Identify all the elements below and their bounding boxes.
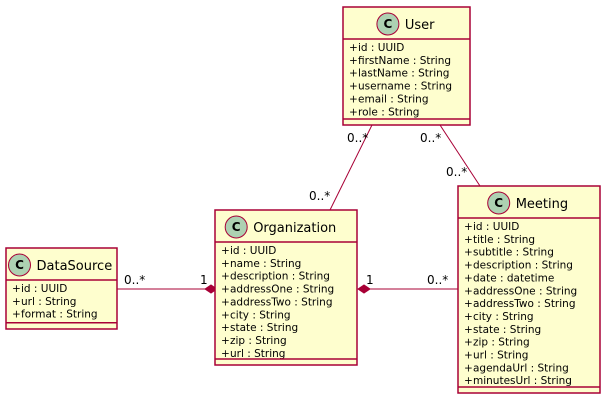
attribute-visibility: +: [464, 324, 473, 336]
attribute-visibility: +: [12, 283, 21, 295]
class-stereotype-letter: C: [232, 220, 241, 234]
attribute-meeting-4: date : datetime: [473, 272, 554, 284]
mult-datasource-org-datasource-end: 0..*: [124, 273, 145, 287]
attribute-meeting-12: minutesUrl : String: [473, 375, 572, 387]
attribute-visibility: +: [464, 260, 473, 272]
edge-user-meeting: [439, 124, 481, 187]
attribute-visibility: +: [464, 337, 473, 349]
attribute-organization-7: zip : String: [230, 335, 287, 347]
attribute-user-2: lastName : String: [358, 68, 449, 80]
attribute-visibility: +: [464, 221, 473, 233]
attribute-visibility: +: [349, 93, 358, 105]
attribute-visibility: +: [12, 309, 21, 321]
class-box-meeting: [457, 185, 601, 394]
attribute-meeting-1: title : String: [473, 234, 535, 246]
class-stereotype-letter: C: [494, 196, 503, 210]
attribute-visibility: +: [221, 322, 230, 334]
attribute-visibility: +: [349, 55, 358, 67]
attribute-visibility: +: [221, 245, 230, 257]
mult-org-meeting-org-end: 1: [366, 273, 374, 287]
attribute-user-1: firstName : String: [358, 55, 451, 67]
attribute-meeting-2: subtitle : String: [473, 247, 554, 259]
mult-user-org-user-end: 0..*: [347, 131, 368, 145]
class-stereotype-icon: [487, 191, 511, 215]
attribute-visibility: +: [221, 335, 230, 347]
class-name-organization: Organization: [253, 221, 336, 236]
attribute-meeting-6: addressTwo : String: [473, 298, 576, 310]
attribute-user-5: role : String: [358, 106, 419, 118]
attribute-meeting-7: city : String: [473, 311, 534, 323]
multiplicities: 0..* 0..* 0..* 0..* 0..* 1 1 0..*: [124, 131, 467, 287]
attribute-datasource-2: format : String: [21, 309, 98, 321]
attribute-organization-6: state : String: [230, 322, 298, 334]
class-name-user: User: [405, 18, 435, 33]
attribute-organization-0: id : UUID: [230, 245, 276, 257]
class-stereotype-icon: [224, 215, 248, 239]
attribute-visibility: +: [12, 296, 21, 308]
attribute-organization-2: description : String: [230, 271, 330, 283]
attribute-meeting-10: url : String: [473, 350, 528, 362]
attribute-organization-3: addressOne : String: [230, 284, 334, 296]
class-stereotype-icon: [8, 253, 31, 277]
attribute-user-0: id : UUID: [358, 42, 404, 54]
attribute-user-3: username : String: [358, 81, 452, 93]
attribute-visibility: +: [221, 348, 230, 360]
attribute-visibility: +: [221, 309, 230, 321]
attribute-visibility: +: [464, 272, 473, 284]
attribute-visibility: +: [464, 234, 473, 246]
attribute-user-4: email : String: [358, 93, 429, 105]
attribute-organization-4: addressTwo : String: [230, 296, 333, 308]
attribute-visibility: +: [349, 68, 358, 80]
attribute-visibility: +: [221, 284, 230, 296]
mult-user-meeting-meeting-end: 0..*: [446, 165, 467, 179]
attribute-organization-5: city : String: [230, 309, 291, 321]
attribute-visibility: +: [464, 350, 473, 362]
attribute-meeting-9: zip : String: [473, 337, 530, 349]
attribute-meeting-0: id : UUID: [473, 221, 519, 233]
class-stereotype-letter: C: [383, 17, 392, 31]
attribute-visibility: +: [221, 296, 230, 308]
class-box-user: [342, 6, 471, 126]
attribute-datasource-1: url : String: [21, 296, 76, 308]
attribute-meeting-11: agendaUrl : String: [473, 362, 569, 374]
mult-user-meeting-user-end: 0..*: [420, 131, 441, 145]
class-name-datasource: DataSource: [37, 259, 113, 274]
attribute-visibility: +: [349, 42, 358, 54]
attribute-datasource-0: id : UUID: [21, 283, 67, 295]
edge-user-organization: [329, 124, 373, 211]
attribute-visibility: +: [464, 375, 473, 387]
attribute-visibility: +: [464, 311, 473, 323]
class-stereotype-icon: [376, 12, 400, 36]
mult-org-meeting-meeting-end: 0..*: [427, 273, 448, 287]
composition-diamond-organization-right: [357, 284, 371, 294]
class-name-meeting: Meeting: [516, 197, 568, 212]
attribute-organization-8: url : String: [230, 348, 285, 360]
attribute-visibility: +: [464, 362, 473, 374]
attribute-visibility: +: [221, 258, 230, 270]
attribute-meeting-3: description : String: [473, 260, 573, 272]
attribute-meeting-5: addressOne : String: [473, 285, 577, 297]
attribute-visibility: +: [349, 106, 358, 118]
attribute-visibility: +: [464, 247, 473, 259]
attribute-visibility: +: [221, 271, 230, 283]
attribute-visibility: +: [464, 298, 473, 310]
attribute-visibility: +: [349, 81, 358, 93]
class-stereotype-letter: C: [15, 258, 24, 272]
attribute-meeting-8: state : String: [473, 324, 541, 336]
attribute-organization-1: name : String: [230, 258, 301, 270]
mult-datasource-org-org-end: 1: [200, 273, 208, 287]
mult-user-org-org-end: 0..*: [309, 189, 330, 203]
attribute-visibility: +: [464, 285, 473, 297]
